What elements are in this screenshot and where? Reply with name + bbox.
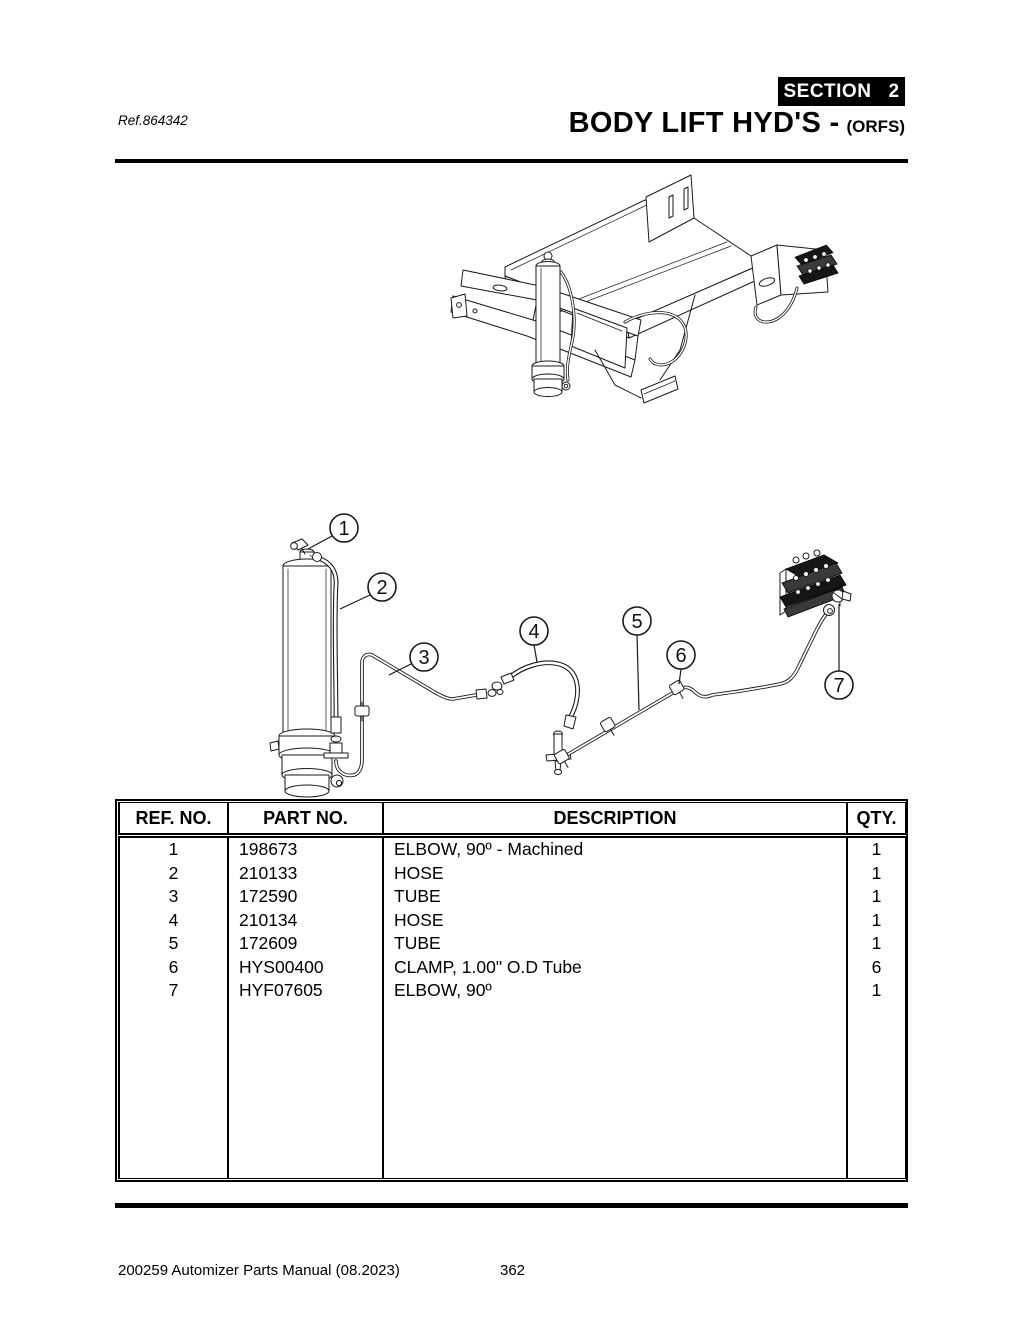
- tube-clamp: [600, 717, 616, 736]
- reference-number: Ref.864342: [118, 113, 188, 128]
- cell-ref: 7: [118, 979, 229, 1003]
- footer-divider-rule: [115, 1203, 908, 1208]
- cell-part: 172590: [227, 885, 384, 909]
- cell-qty: 1: [846, 885, 907, 909]
- cell-ref: 4: [118, 908, 229, 932]
- hose-part2: [312, 552, 349, 759]
- parts-diagram: 1 2 3 4 5 6 7: [269, 513, 854, 798]
- tube-part3: [334, 652, 504, 778]
- valve-block: [779, 549, 847, 618]
- section-badge: SECTION 2: [778, 77, 905, 106]
- callout-4: 4: [519, 616, 549, 663]
- tube-clamp: [669, 680, 685, 699]
- cell-part: 172609: [227, 932, 384, 956]
- cell-ref: 6: [118, 955, 229, 979]
- table-row: 1 198673 ELBOW, 90º - Machined 1: [118, 835, 907, 862]
- tube-clamp: [354, 701, 370, 722]
- table-row: 6 HYS00400 CLAMP, 1.00" O.D Tube 6: [118, 955, 907, 979]
- cell-ref: 3: [118, 885, 229, 909]
- cell-part: HYF07605: [227, 979, 384, 1003]
- cell-qty: 6: [846, 955, 907, 979]
- cell-part: HYS00400: [227, 955, 384, 979]
- cell-desc: TUBE: [382, 932, 848, 956]
- table-empty-space: [118, 1002, 907, 1179]
- manual-title: 200259 Automizer Parts Manual (08.2023): [118, 1262, 400, 1279]
- svg-text:1: 1: [338, 518, 349, 540]
- col-header-ref-no: REF. NO.: [118, 802, 229, 838]
- parts-table: REF. NO. PART NO. DESCRIPTION QTY. 1 198…: [115, 799, 908, 1182]
- svg-text:4: 4: [528, 621, 539, 643]
- cell-ref: 2: [118, 861, 229, 885]
- cell-qty: 1: [846, 908, 907, 932]
- tube-part5: [554, 604, 835, 768]
- chassis-hoist-cylinder: [531, 251, 576, 397]
- table-header-row: REF. NO. PART NO. DESCRIPTION QTY.: [118, 802, 907, 838]
- callout-7: 7: [824, 604, 854, 700]
- header-divider-rule: [115, 159, 908, 163]
- cell-part: 210134: [227, 908, 384, 932]
- svg-text:6: 6: [675, 645, 686, 667]
- callout-2: 2: [339, 572, 397, 610]
- tube-clamp: [554, 749, 570, 768]
- svg-text:2: 2: [376, 577, 387, 599]
- cell-qty: 1: [846, 979, 907, 1003]
- cell-part: 198673: [227, 835, 384, 862]
- cell-qty: 1: [846, 835, 907, 862]
- page-number: 362: [500, 1262, 526, 1279]
- cell-desc: HOSE: [382, 908, 848, 932]
- table-row: 5 172609 TUBE 1: [118, 932, 907, 956]
- col-header-description: DESCRIPTION: [382, 802, 848, 838]
- cell-qty: 1: [846, 861, 907, 885]
- page-title-suffix: (ORFS): [846, 117, 905, 136]
- cell-part: 210133: [227, 861, 384, 885]
- cell-qty: 1: [846, 932, 907, 956]
- chassis-illustration: [450, 174, 839, 404]
- cell-ref: 5: [118, 932, 229, 956]
- chassis-valve-block: [794, 244, 839, 285]
- col-header-qty: QTY.: [846, 802, 907, 838]
- table-row: 7 HYF07605 ELBOW, 90º 1: [118, 979, 907, 1003]
- svg-text:5: 5: [631, 611, 642, 633]
- page-title-main: BODY LIFT HYD'S -: [568, 107, 840, 139]
- cell-desc: CLAMP, 1.00" O.D Tube: [382, 955, 848, 979]
- hose-part4: [491, 663, 578, 730]
- cell-desc: ELBOW, 90º: [382, 979, 848, 1003]
- elbow-fitting-part1: [290, 538, 315, 560]
- cell-desc: HOSE: [382, 861, 848, 885]
- callout-5: 5: [622, 606, 652, 711]
- chassis-hose-loop: [623, 311, 688, 367]
- cell-ref: 1: [118, 835, 229, 862]
- cell-desc: TUBE: [382, 885, 848, 909]
- table-row: 3 172590 TUBE 1: [118, 885, 907, 909]
- table-row: 2 210133 HOSE 1: [118, 861, 907, 885]
- hoist-cylinder: [269, 548, 344, 798]
- page-title: BODY LIFT HYD'S - (ORFS): [569, 107, 905, 140]
- svg-text:7: 7: [833, 675, 844, 697]
- elbow-fitting-part7: [831, 589, 852, 607]
- cell-desc: ELBOW, 90º - Machined: [382, 835, 848, 862]
- callout-1: 1: [307, 513, 359, 550]
- section-badge-label: SECTION: [783, 80, 872, 102]
- svg-text:3: 3: [418, 647, 429, 669]
- callout-6: 6: [666, 640, 696, 685]
- callout-3: 3: [388, 642, 439, 676]
- chassis-frame: [450, 174, 839, 404]
- section-badge-number: 2: [888, 80, 900, 102]
- table-row: 4 210134 HOSE 1: [118, 908, 907, 932]
- col-header-part-no: PART NO.: [227, 802, 384, 838]
